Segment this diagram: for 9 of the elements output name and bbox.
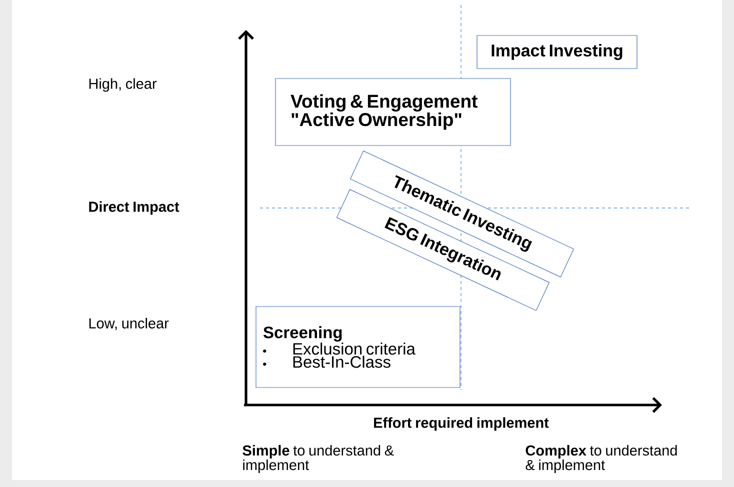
axis-label: Complex to understand & implement: [526, 444, 677, 473]
axis-label: Effort required implement: [374, 417, 549, 431]
strategy-box: Impact Investing: [476, 35, 638, 69]
axis-label: Simple to understand & implement: [242, 444, 394, 473]
axis-label: High, clear: [89, 78, 157, 92]
axis-label: Low, unclear: [89, 318, 169, 330]
strategy-box: Screening Exclusion criteria Best-In-Class: [256, 306, 460, 388]
strategy-box: Voting & Engagement "Active Ownership": [275, 78, 511, 146]
axis-label: Direct Impact: [89, 201, 180, 215]
